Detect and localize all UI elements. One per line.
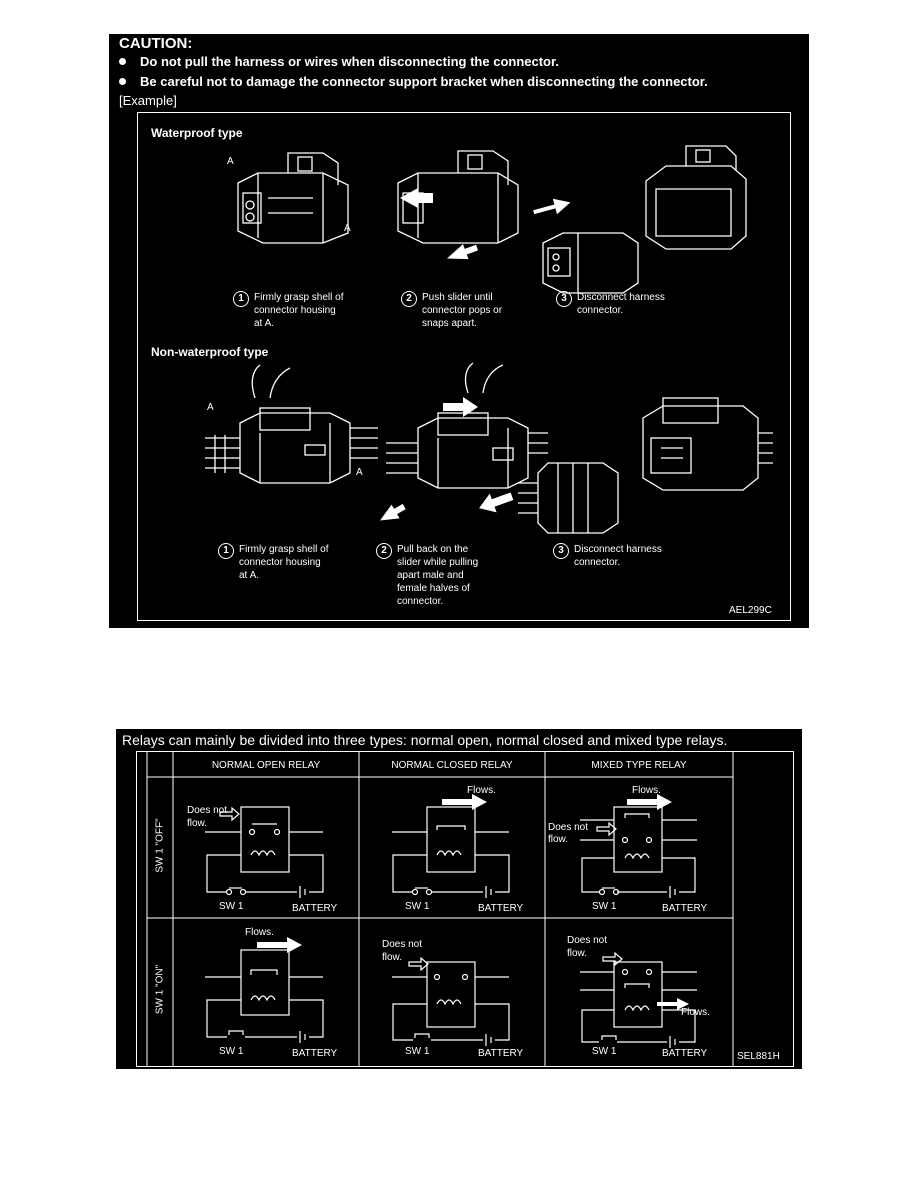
bullet-icon	[119, 78, 126, 86]
caution-heading: CAUTION:	[119, 35, 193, 52]
flow-label: flow.	[548, 834, 569, 845]
waterproof-disconnected-illustration	[645, 145, 747, 250]
does-not-label: Does not	[567, 935, 608, 946]
connector-figure: Waterproof type A A	[137, 112, 791, 621]
relay-figure: NORMAL OPEN RELAY NORMAL CLOSED RELAY MI…	[136, 751, 794, 1067]
flow-label: flow.	[187, 818, 208, 829]
flows-label: Flows.	[245, 927, 274, 938]
figure-code: SEL881H	[737, 1051, 780, 1062]
battery-label: BATTERY	[662, 903, 708, 914]
flow-label: flow.	[567, 948, 588, 959]
marker-a: A	[227, 156, 234, 167]
sw1-label: SW 1	[219, 1046, 244, 1057]
example-label: [Example]	[119, 93, 177, 108]
column-header: NORMAL OPEN RELAY	[211, 760, 321, 771]
caution-item: Be careful not to damage the connector s…	[119, 74, 708, 89]
sw1-label: SW 1	[405, 1046, 430, 1057]
marker-a: A	[344, 223, 351, 234]
caution-panel: CAUTION: Do not pull the harness or wire…	[109, 34, 809, 628]
sw1-label: SW 1	[219, 901, 244, 912]
relay-grid	[146, 752, 734, 1066]
flows-label: Flows.	[467, 785, 496, 796]
nonwaterproof-connector-illustration	[205, 364, 378, 484]
waterproof-title: Waterproof type	[151, 126, 243, 140]
flow-label: flow.	[382, 952, 403, 963]
sw1-label: SW 1	[592, 901, 617, 912]
figure-code: AEL299C	[729, 605, 772, 616]
column-header: NORMAL CLOSED RELAY	[391, 760, 513, 771]
nonwaterproof-male-illustration	[518, 462, 619, 534]
nonwaterproof-title: Non-waterproof type	[151, 345, 269, 359]
battery-label: BATTERY	[662, 1048, 708, 1059]
sw1-label: SW 1	[405, 901, 430, 912]
push-arrow-icon	[533, 198, 571, 215]
waterproof-separated-illustration	[542, 232, 639, 294]
caution-item: Do not pull the harness or wires when di…	[119, 54, 559, 69]
relay-panel: Relays can mainly be divided into three …	[116, 729, 802, 1069]
relay-circuits	[205, 794, 697, 1048]
battery-label: BATTERY	[292, 903, 338, 914]
flows-label: Flows.	[681, 1007, 710, 1018]
marker-a: A	[207, 402, 214, 413]
relay-heading: Relays can mainly be divided into three …	[122, 732, 728, 748]
battery-label: BATTERY	[478, 1048, 524, 1059]
sw1-label: SW 1	[592, 1046, 617, 1057]
nonwaterproof-slider-illustration	[380, 362, 548, 521]
battery-label: BATTERY	[478, 903, 524, 914]
column-header: MIXED TYPE RELAY	[591, 760, 687, 771]
flows-label: Flows.	[632, 785, 661, 796]
battery-label: BATTERY	[292, 1048, 338, 1059]
nonwaterproof-female-illustration	[642, 397, 773, 491]
bullet-icon	[119, 58, 126, 66]
does-not-label: Does not	[382, 939, 423, 950]
waterproof-connector-illustration	[237, 152, 349, 244]
marker-a: A	[356, 467, 363, 478]
does-not-label: Does not	[548, 822, 589, 833]
does-not-label: Does not	[187, 805, 228, 816]
waterproof-slider-illustration	[397, 150, 519, 260]
